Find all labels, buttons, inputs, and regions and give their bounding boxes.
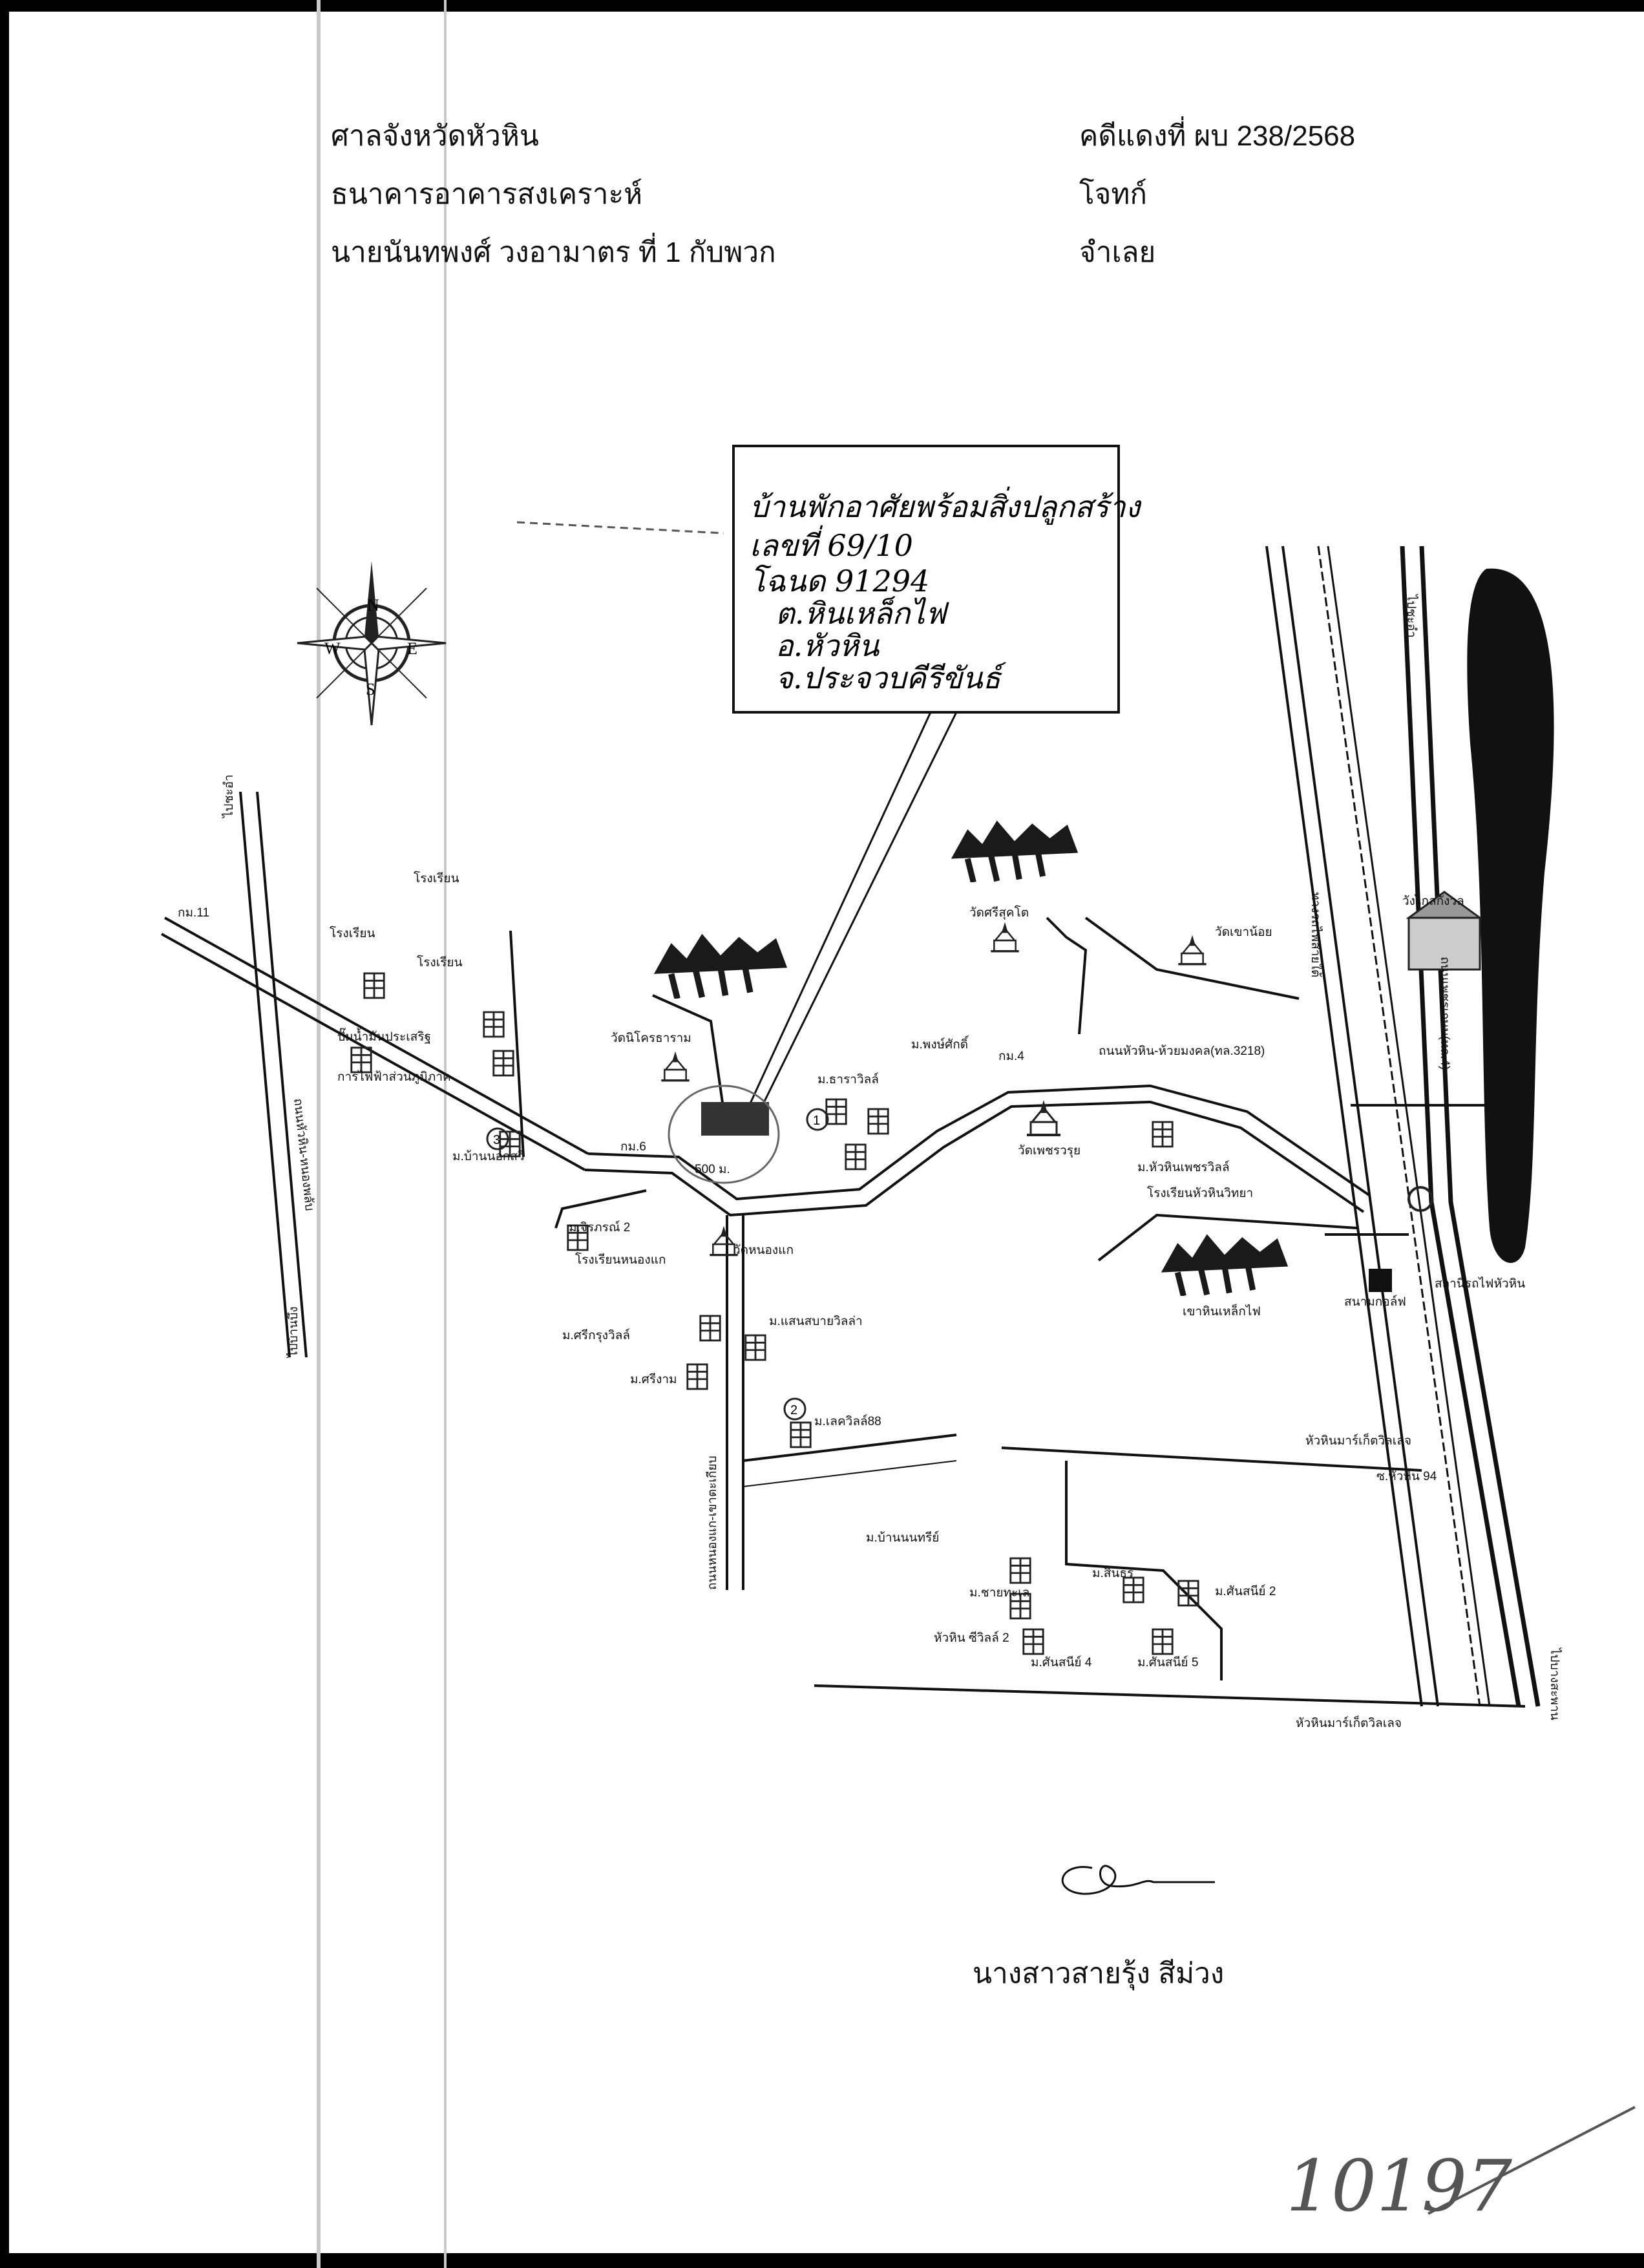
defendant-name: นายนันทพงศ์ วงอามาตร ที่ 1 กับพวก <box>331 237 776 268</box>
map-label: ถนนหัวหิน-ห้วยมงคล(ทล.3218) <box>1099 1044 1265 1058</box>
svg-text:10197: 10197 <box>1286 2145 1512 2227</box>
map-label: ม.แสนสบายวิลล่า <box>769 1315 863 1328</box>
temple-icon <box>989 921 1020 953</box>
scan-border-bottom <box>0 2253 1644 2268</box>
map-label: วังไกลกังวล <box>1402 894 1464 908</box>
map-label: ม.หัวหินเพชรวิลล์ <box>1137 1160 1230 1174</box>
map-label: กม.4 <box>998 1050 1024 1063</box>
map-label: ม.ศรีกรุงวิลล์ <box>562 1328 630 1343</box>
village-icons <box>350 972 1199 1655</box>
map-label: โรงเรียน <box>417 955 463 970</box>
callout-line-3: โฉนด 91294 <box>750 564 929 599</box>
map-label: โรงเรียนหัวหินวิทยา <box>1147 1185 1253 1200</box>
map-label: กม.6 <box>620 1140 646 1154</box>
plaintiff-name: ธนาคารอาคารสงเคราะห์ <box>331 178 643 210</box>
compass-n: N <box>367 596 379 615</box>
target-area-circle <box>668 1085 780 1184</box>
km-markers: 3 1 2 <box>486 1108 1433 1421</box>
map-label: ม.ศันสนีย์ 4 <box>1031 1655 1092 1669</box>
railway-line <box>1317 546 1481 1707</box>
map-label: ม.บ้านนนทรีย์ <box>866 1531 939 1545</box>
handwritten-page-number: 10197 <box>1286 2106 1636 2227</box>
map-label: สนามกอล์ฟ <box>1344 1295 1406 1309</box>
mountain-icon <box>1161 1235 1288 1296</box>
callout-line-5: อ.หัวหิน <box>775 628 880 663</box>
railway-line <box>1327 546 1491 1707</box>
compass-rose: N S E W <box>297 561 447 726</box>
map-label: ม.ศันสนีย์ 5 <box>1137 1655 1198 1669</box>
road-network <box>161 546 1541 1708</box>
callout-line-6: จ.ประจวบคีรีขันธ์ <box>775 661 1007 695</box>
map-label: ม.ชายทะเล <box>969 1586 1029 1600</box>
temple-icon <box>660 1050 691 1082</box>
palace-icon <box>1406 891 1483 971</box>
map-label: 500 ม. <box>695 1163 730 1176</box>
map-label: หัวหินมาร์เก็ตวิลเลจ <box>1296 1715 1402 1730</box>
mountain-icon <box>951 821 1078 882</box>
map-label: ม.สินธร <box>1092 1567 1133 1580</box>
map-label: กม.11 <box>178 906 209 920</box>
map-label: ม.เลควิลล์88 <box>814 1414 881 1428</box>
map-label: ปั๊มน้ำมันประเสริฐ <box>337 1028 431 1044</box>
map-label: โรงเรียนหนองแก <box>575 1252 666 1267</box>
compass-e: E <box>407 639 417 658</box>
scan-border-top <box>0 0 1644 12</box>
scan-artifact-line <box>444 0 447 2268</box>
property-callout: บ้านพักอาศัยพร้อมสิ่งปลูกสร้าง เลขที่ 69… <box>732 445 1143 1112</box>
callout-line-2: เลขที่ 69/10 <box>750 525 913 563</box>
map-label: วัดหนองแก <box>733 1244 794 1257</box>
plaintiff-role: โจทก์ <box>1079 178 1148 210</box>
map-label: วัดนิโครธาราม <box>611 1030 691 1045</box>
temple-icon <box>1177 934 1208 966</box>
mountain-icon <box>654 934 787 999</box>
map-label: หัวหิน ซีวิลล์ 2 <box>934 1631 1009 1645</box>
map-label: ไปชะอำ <box>1404 593 1418 638</box>
signatory-name: นางสาวสายรุ้ง สีม่วง <box>973 1958 1225 1989</box>
target-property-marker <box>701 1102 769 1136</box>
callout-line-1: บ้านพักอาศัยพร้อมสิ่งปลูกสร้าง <box>750 486 1143 525</box>
map-label: ถนนหัวหิน-หนองพลับ <box>291 1097 316 1211</box>
map-label: ไปบ้านบึง <box>286 1306 300 1359</box>
callout-line-4: ต.หินเหล็กไฟ <box>775 596 949 631</box>
map-label: การไฟฟ้าส่วนภูมิภาค <box>337 1070 451 1084</box>
map-label: ม.ศันสนีย์ 2 <box>1215 1584 1276 1598</box>
map-label: ม.ธาราวิลล์ <box>817 1072 879 1086</box>
map-label: สถานีรถไฟหัวหิน <box>1435 1277 1525 1291</box>
map-label: หัวหินมาร์เก็ตวิลเลจ <box>1305 1432 1411 1448</box>
map-label: ม.บ้านนอกสวี <box>452 1149 525 1163</box>
svg-text:1: 1 <box>813 1114 820 1128</box>
map-label: วัดเพชรวรุย <box>1018 1144 1080 1158</box>
map-label: ม.พงษ์ศักดิ์ <box>911 1035 969 1052</box>
map-label: วัดศรีสุคโต <box>969 905 1029 920</box>
map-label: ถนนเพชรเกษม(ทล.4) <box>1438 957 1451 1070</box>
map-label: ซ.หัวหิน 94 <box>1376 1470 1437 1483</box>
scan-border-left <box>0 0 9 2268</box>
map-label: โรงเรียน <box>330 926 375 940</box>
map-label: ถนนหนองแก-เขาตะเกียบ <box>705 1456 719 1590</box>
map-label: ไปชะอำ <box>222 774 236 819</box>
scan-artifact-line <box>317 0 321 2268</box>
map-label: ม.ศรีงาม <box>630 1372 677 1386</box>
case-number: คดีแดงที่ ผบ 238/2568 <box>1079 120 1356 152</box>
compass-s: S <box>366 680 375 699</box>
compass-w: W <box>324 639 341 658</box>
map-label: เขาหินเหล็กไฟ <box>1183 1303 1261 1319</box>
scan-dash-line <box>516 521 724 535</box>
map-label: ไปบางสะพาน <box>1548 1647 1562 1721</box>
golf-icon <box>1369 1269 1392 1292</box>
sea-area <box>1467 568 1554 1263</box>
court-name: ศาลจังหวัดหัวหิน <box>331 120 539 152</box>
map-label: วัดเขาน้อย <box>1215 926 1272 939</box>
defendant-role: จำเลย <box>1079 237 1156 268</box>
map-label: ทางรถไฟสายใต้ <box>1309 892 1323 977</box>
svg-text:3: 3 <box>493 1133 500 1147</box>
svg-text:2: 2 <box>790 1403 797 1417</box>
map-label: ม.จิรภรณ์ 2 <box>569 1220 630 1235</box>
map-label: โรงเรียน <box>414 871 459 885</box>
signature-mark <box>1061 1865 1215 1895</box>
